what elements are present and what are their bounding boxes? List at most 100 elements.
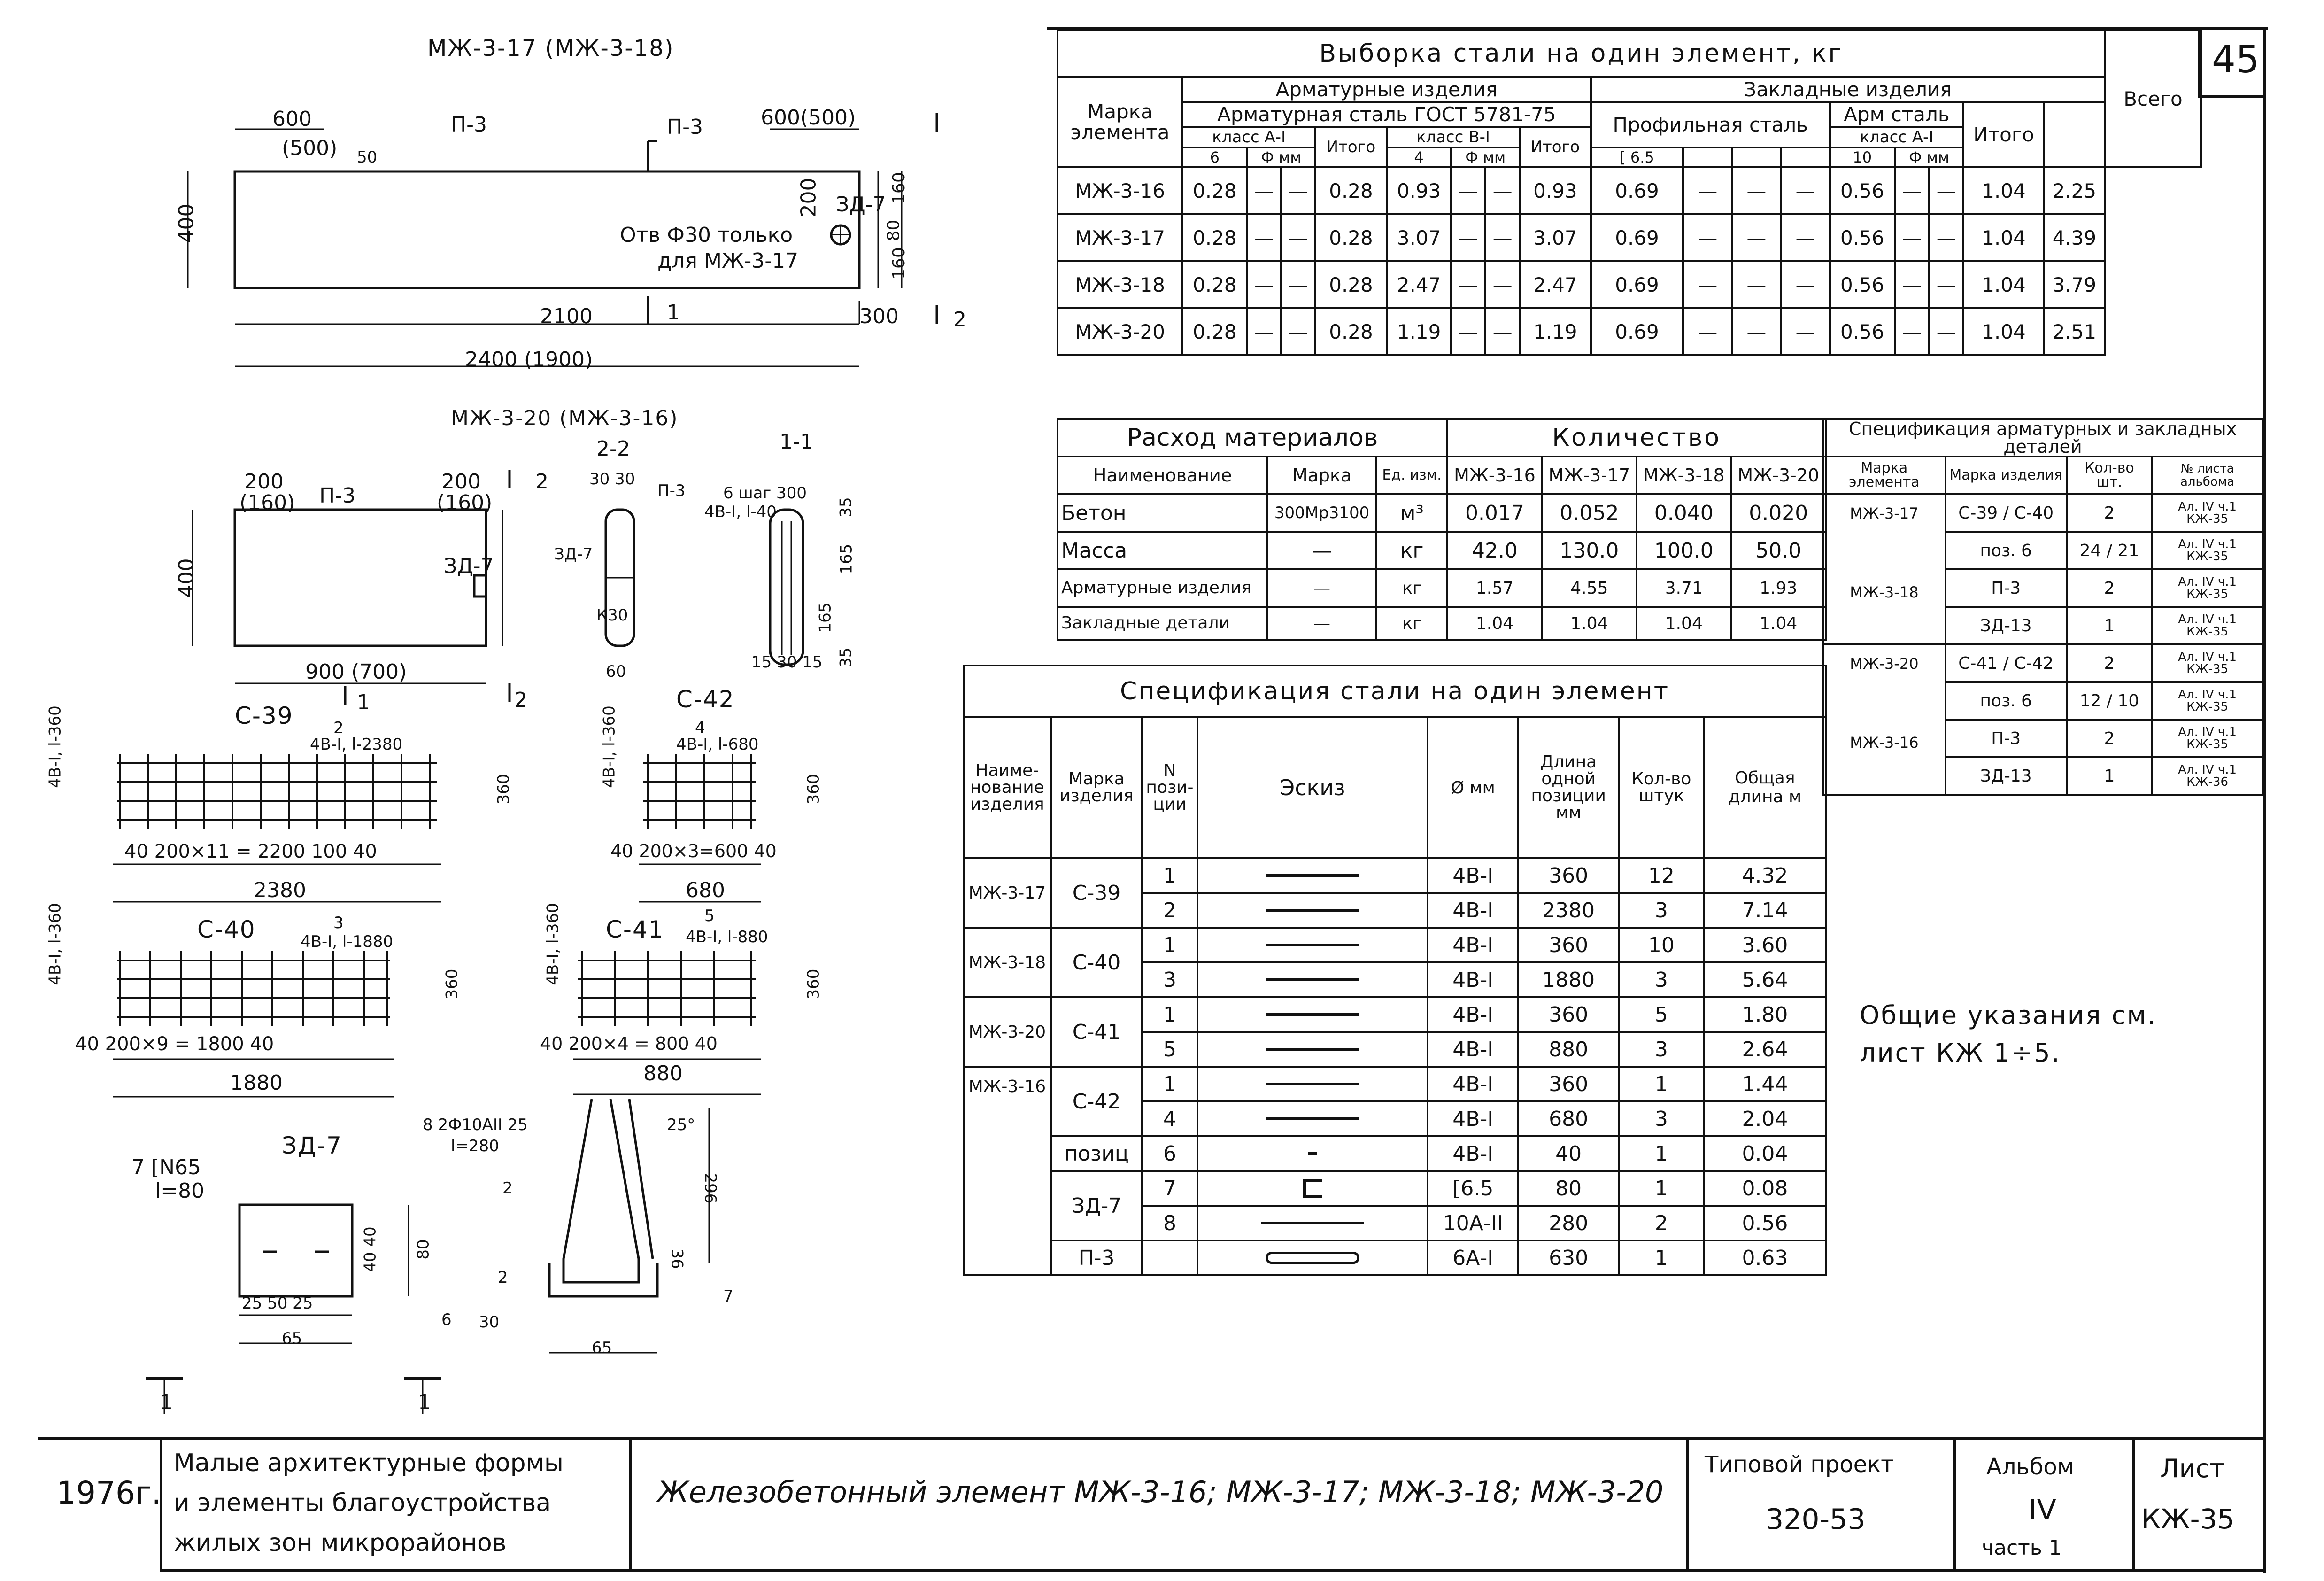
label-p3-right: П-3	[667, 115, 703, 139]
pos8-label-1: 8 2Ф10АII 25	[423, 1116, 528, 1134]
s11-bottom: 15 30 15	[751, 653, 823, 672]
phi-mm-b: Ф мм	[1450, 147, 1521, 168]
spec-steel-h-sketch: Эскиз	[1196, 716, 1429, 859]
spec-steel-h-len: Длина одной позиции мм	[1517, 716, 1620, 859]
c40-total: 1880	[230, 1071, 283, 1095]
mid-dim-200-right: 200	[441, 470, 481, 494]
c39-side: 4В-I, l-360	[46, 705, 65, 788]
c40-side: 4В-I, l-360	[46, 903, 65, 985]
c41-total: 880	[643, 1062, 683, 1085]
dim-400-top: 400	[174, 203, 199, 243]
zd7-cut-2b: 2	[498, 1268, 508, 1287]
class-a2-header: класс А-I	[1829, 126, 1965, 148]
cut-1-top: 1	[667, 301, 680, 325]
frame-bottom	[160, 1569, 2266, 1572]
s11-note: 4В-I, l-40	[704, 503, 777, 521]
mesh-c41-title: С-41	[606, 916, 664, 943]
title-block-sep1	[160, 1437, 162, 1572]
c42-dims: 40 200×3=600 40	[610, 841, 777, 861]
s22-3030: 30 30	[589, 470, 635, 488]
emb-group-header: Закладные изделия	[1590, 76, 2106, 103]
pos8-7: 7	[723, 1287, 733, 1306]
stamp-sheet-label: Лист	[2160, 1454, 2224, 1483]
c42-pos4: 4	[695, 719, 705, 737]
spec-steel-h-mark: Марка изделия	[1050, 716, 1143, 859]
steel-selection-table: Выборка стали на один элемент, кг Всего …	[1057, 29, 2202, 356]
stamp-album-label: Альбом	[1986, 1454, 2074, 1480]
section-2-2-title: 2-2	[596, 437, 630, 461]
mid-drawing-title: МЖ-3-20 (МЖ-3-16)	[451, 406, 679, 430]
c42-total: 680	[686, 878, 725, 902]
pos8-6: 6	[441, 1310, 452, 1329]
dim-160a: 160	[889, 172, 909, 204]
cut-2-mid-bottom: 2	[514, 688, 527, 712]
arm-group-header: Арматурные изделия	[1181, 76, 1592, 103]
dim-600-left: 600	[272, 107, 312, 131]
stamp-title: Железобетонный элемент МЖ-3-16; МЖ-3-17;…	[657, 1475, 1664, 1509]
profile-header: Профильная сталь	[1590, 101, 1831, 148]
cut-1-bottom-left: 1	[160, 1390, 173, 1414]
stamp-org-1: Малые архитектурные формы	[174, 1449, 564, 1477]
pos8-296: 296	[701, 1173, 720, 1204]
b-itogo-header: Итого	[1519, 126, 1592, 168]
materials-h4: МЖ-3-20	[1730, 456, 1827, 495]
section-1-1-title: 1-1	[780, 430, 813, 454]
arm-sub-header: Арматурная сталь ГОСТ 5781-75	[1181, 101, 1592, 128]
s22-p3: П-3	[657, 481, 686, 500]
mid-dim-160-left: (160)	[239, 491, 295, 515]
c41-pos5: 5	[704, 907, 715, 925]
c39-total: 2380	[254, 878, 306, 902]
phi-mm-c: Ф мм	[1893, 147, 1965, 168]
spec-details-h4: № листа альбома	[2151, 456, 2263, 495]
dim-80a: 80	[884, 219, 903, 241]
class-b-header: класс В-I	[1385, 126, 1521, 148]
title-block-sep2	[629, 1437, 632, 1572]
steel-table-total-header: Всего	[2104, 29, 2202, 168]
stamp-sheet-number: КЖ-35	[2141, 1503, 2235, 1535]
stamp-org-2: и элементы благоустройства	[174, 1489, 551, 1517]
spec-steel-h-pos: N пози-ции	[1141, 716, 1198, 859]
dim-300: 300	[859, 304, 899, 328]
sub-6: 6	[1181, 147, 1248, 168]
zd7-dim-4040: 40 40	[361, 1226, 380, 1272]
dim-2100: 2100	[540, 304, 593, 328]
top-drawing-title: МЖ-3-17 (МЖ-3-18)	[427, 35, 674, 62]
materials-h1: МЖ-3-16	[1446, 456, 1543, 495]
zd7-dim-bottom: 25 50 25	[242, 1294, 313, 1313]
emb-itogo-header: Итого	[1962, 101, 2045, 168]
c41-note: 4В-I, l-880	[686, 928, 768, 946]
s22-60: 60	[606, 662, 626, 681]
stamp-year: 1976г.	[56, 1475, 162, 1511]
arm-steel-header: Арм сталь	[1829, 101, 1965, 128]
materials-h-name: Наименование	[1056, 456, 1269, 495]
title-block-top-line	[38, 1437, 2266, 1440]
mid-dim-200-left: 200	[244, 470, 284, 494]
pos8-25: 25°	[667, 1116, 695, 1134]
label-zd7-top: ЗД-7	[836, 193, 886, 217]
spec-steel-h-name: Наиме-нование изделия	[963, 716, 1052, 859]
pos8-label-2: l=280	[451, 1137, 499, 1155]
spec-details-h2: Марка изделия	[1944, 456, 2068, 495]
s11-35b: 35	[836, 647, 856, 668]
frame-right	[2263, 27, 2266, 1573]
s11-top: 6 шаг 300	[723, 484, 807, 503]
stamp-project-label: Типовой проект	[1705, 1451, 1894, 1478]
title-block-sep5	[2132, 1437, 2135, 1572]
sub-10: 10	[1829, 147, 1896, 168]
mesh-c40-title: С-40	[197, 916, 256, 943]
spec-steel-h-total: Общая длина м	[1703, 716, 1827, 859]
dim-2400: 2400 (1900)	[465, 348, 593, 372]
